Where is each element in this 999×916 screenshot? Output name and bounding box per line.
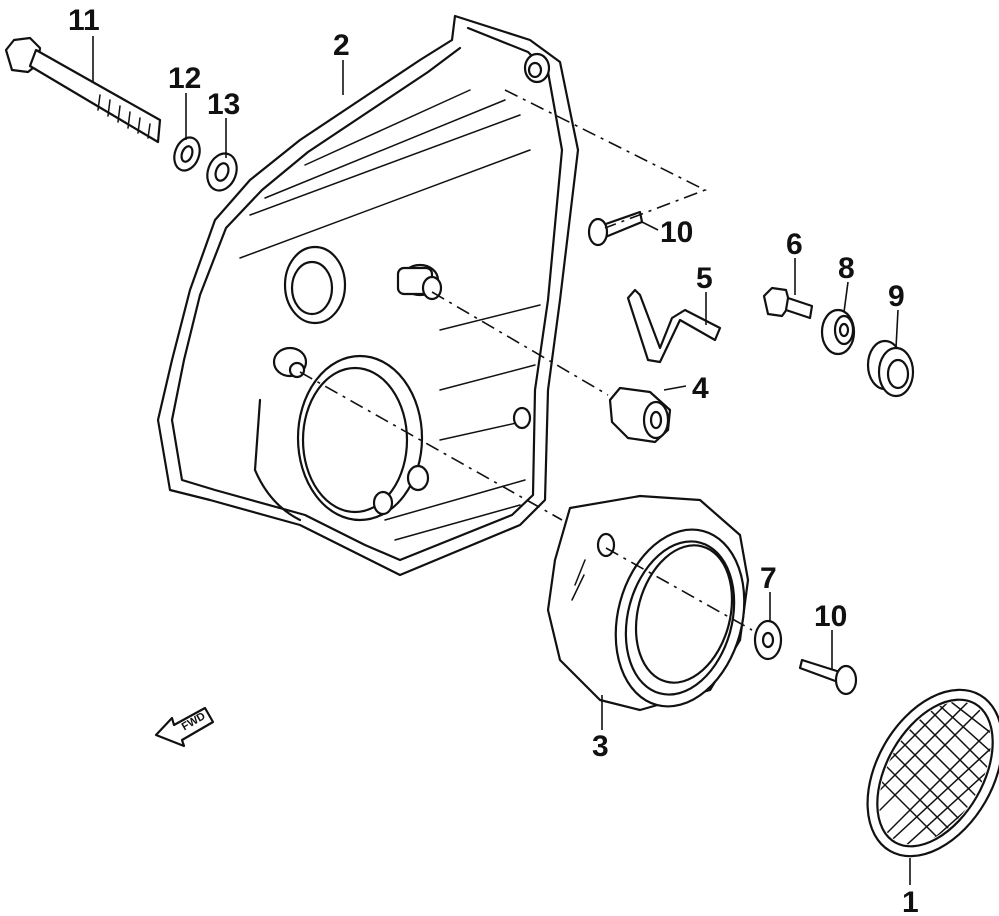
centerline-boss-to-duct <box>299 371 563 521</box>
centerline-boss-to-grommet <box>431 291 609 396</box>
part-13-washer <box>206 152 238 192</box>
part-10-screw-lower <box>798 658 858 696</box>
part-9-cap <box>866 339 915 398</box>
part-4-grommet <box>608 386 672 444</box>
callout-8: 8 <box>838 252 855 285</box>
callout-6: 6 <box>786 228 803 261</box>
part-11-bolt <box>4 36 162 144</box>
callout-12: 12 <box>168 62 201 95</box>
callout-1: 1 <box>902 886 919 916</box>
callout-13: 13 <box>207 88 240 121</box>
part-2-cover <box>156 14 580 577</box>
callout-5: 5 <box>696 262 713 295</box>
part-7-washer <box>753 619 783 661</box>
part-12-washer <box>173 136 201 172</box>
callout-3: 3 <box>592 730 609 763</box>
leader-lines <box>92 36 911 885</box>
part-3-duct <box>546 494 750 712</box>
part-8-collar <box>820 308 856 356</box>
centerline-cover-to-screw <box>504 89 707 229</box>
callout-4: 4 <box>692 372 709 405</box>
part-6-bolt <box>762 286 814 320</box>
callout-11: 11 <box>68 4 100 37</box>
callout-2: 2 <box>333 29 350 62</box>
callout-10-upper: 10 <box>660 216 693 249</box>
fwd-direction-arrow: FWD <box>154 706 215 748</box>
callout-9: 9 <box>888 280 905 313</box>
part-5-wire-clip <box>626 288 722 364</box>
callout-7: 7 <box>760 562 777 595</box>
callout-10-lower: 10 <box>814 600 847 633</box>
part-1-screen <box>856 682 999 861</box>
